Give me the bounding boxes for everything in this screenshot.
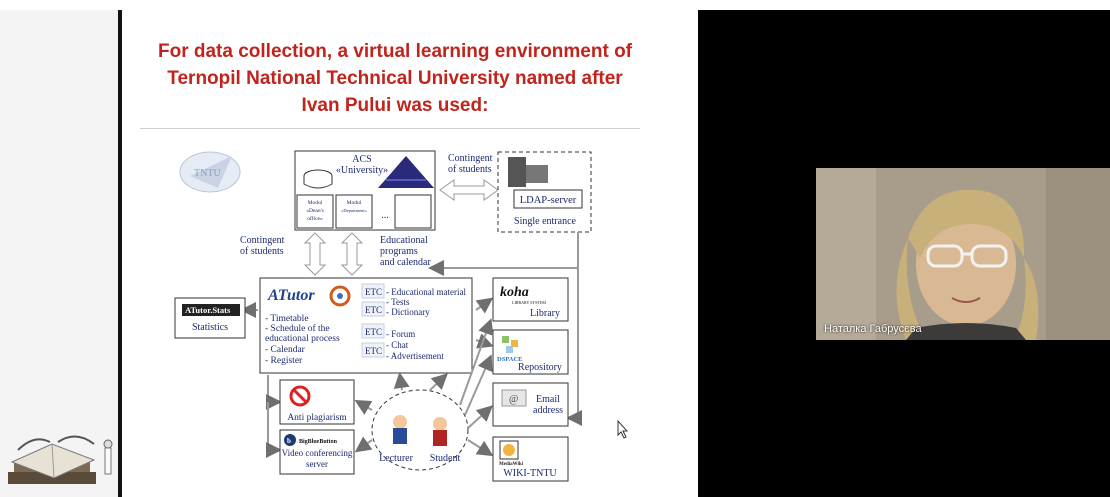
bbb-label: server (306, 459, 328, 469)
atutor-right-item: - Forum (386, 329, 415, 339)
edu-programs-label: Educational (380, 235, 428, 246)
book-stack-illustration (8, 435, 113, 484)
email-address-box: @ Email address (492, 382, 569, 427)
acs-title: ACS (352, 154, 371, 165)
bbb-logo: BigBlueButton (299, 439, 338, 445)
atutor-item: educational process (265, 334, 340, 344)
atutor-item: - Timetable (265, 314, 309, 324)
dspace-logo: DSPACE (497, 356, 523, 363)
participant-video-tile[interactable]: Наталка Габрусєва (816, 168, 1110, 340)
koha-library-box: koha LIBRARY SYSTEM Library (475, 277, 569, 322)
etc-label: ETC (365, 346, 382, 356)
etc-label: ETC (365, 305, 382, 315)
svg-text:b: b (287, 437, 291, 445)
ldap-label: LDAP-server (520, 195, 577, 206)
modul-label: Modul (308, 200, 323, 206)
title-line: Ivan Pului was used: (301, 95, 489, 116)
slide-vertical-bar (118, 10, 122, 497)
etc-label: ETC (365, 327, 382, 337)
acs-ldap-arrow (439, 179, 499, 201)
atutor-right-item: - Educational material (386, 287, 466, 297)
lecturer-icon (393, 415, 407, 429)
anti-plagiarism-box: Anti plagiarism (266, 375, 355, 425)
vertical-double-arrows (303, 232, 364, 276)
modul-label: Modul (347, 200, 362, 206)
prohibit-icon (289, 385, 311, 407)
anti-plagiarism-label: Anti plagiarism (287, 413, 347, 423)
email-label: Email (536, 394, 560, 405)
slide-title: For data collection, a virtual learning … (130, 38, 660, 119)
presentation-slide: For data collection, a virtual learning … (0, 10, 698, 497)
email-label: address (533, 405, 563, 416)
slide-left-strip (0, 10, 118, 497)
participant-video-feed (816, 168, 1110, 340)
lecturer-student-hub: Lecturer Student (371, 389, 469, 471)
statistics-box: ATutor.Stats Statistics (174, 297, 258, 339)
lecturer-label: Lecturer (379, 453, 414, 464)
participant-name-label: Наталка Габрусєва (824, 323, 922, 335)
ldap-server-box: LDAP-server Single entrance (497, 151, 592, 233)
wiki-tntu-box: MediaWiki WIKI-TNTU (492, 436, 569, 482)
ldap-caption: Single entrance (514, 216, 576, 227)
stats-logo: ATutor.Stats (185, 305, 231, 315)
atutor-right-item: - Chat (386, 340, 409, 350)
tntu-logo: TNTU (179, 151, 241, 193)
student-icon (433, 417, 447, 431)
atutor-right-item: - Dictionary (386, 307, 430, 317)
koha-logo: koha (500, 285, 529, 300)
wiki-logo: MediaWiki (499, 462, 524, 467)
tntu-logo-text: TNTU (194, 168, 221, 179)
atutor-logo: ATutor (267, 287, 315, 304)
modul-label: «Dean's (306, 208, 324, 214)
atutor-item: - Register (265, 356, 303, 366)
title-line: For data collection, a virtual learning … (157, 41, 633, 62)
stats-label: Statistics (192, 322, 228, 333)
envelope-icon (501, 389, 527, 407)
atutor-right-item: - Tests (386, 297, 410, 307)
title-divider (140, 128, 640, 129)
video-conferencing-box: b BigBlueButton Video conferencing serve… (266, 402, 355, 475)
contingent-left-label: of students (240, 246, 284, 257)
modul-label: «Department» (341, 208, 367, 213)
title-line: Ternopil National Technical University n… (167, 68, 623, 89)
wiki-label: WIKI-TNTU (503, 468, 557, 479)
contingent-left-label: Contingent (240, 235, 285, 246)
atutor-item: - Schedule of the (265, 323, 330, 334)
etc-label: ETC (365, 287, 382, 297)
gear-icon (329, 285, 351, 307)
edu-programs-label: and calendar (380, 257, 431, 268)
acs-subtitle: «University» (336, 165, 388, 176)
atutor-box: ATutor - Timetable - Schedule of the edu… (259, 277, 473, 374)
edu-programs-label: programs (380, 246, 418, 257)
contingent-top-label: of students (448, 164, 492, 175)
contingent-top-label: Contingent (448, 153, 493, 164)
svg-text:@: @ (509, 394, 518, 405)
modul-label: office» (307, 215, 323, 222)
dspace-label: Repository (518, 362, 562, 373)
bbb-label: Video conferencing (282, 448, 353, 458)
dspace-repository-box: DSPACE Repository (475, 329, 569, 375)
acs-university-box: ACS «University» Modul «Dean's office» M… (294, 150, 436, 231)
vle-architecture-diagram: TNTU ACS «University» Modul «Dean's offi… (174, 150, 629, 482)
mouse-cursor-icon (617, 419, 629, 439)
atutor-right-item: - Advertisement (386, 351, 444, 361)
atutor-item: - Calendar (265, 345, 306, 355)
sunflower-icon (503, 444, 515, 456)
modul-ellipsis: ... (381, 210, 389, 221)
student-label: Student (430, 453, 461, 464)
koha-sub: LIBRARY SYSTEM (512, 300, 546, 305)
bigbluebutton-icon (284, 434, 296, 446)
koha-label: Library (530, 308, 560, 319)
server-icon (508, 157, 526, 187)
